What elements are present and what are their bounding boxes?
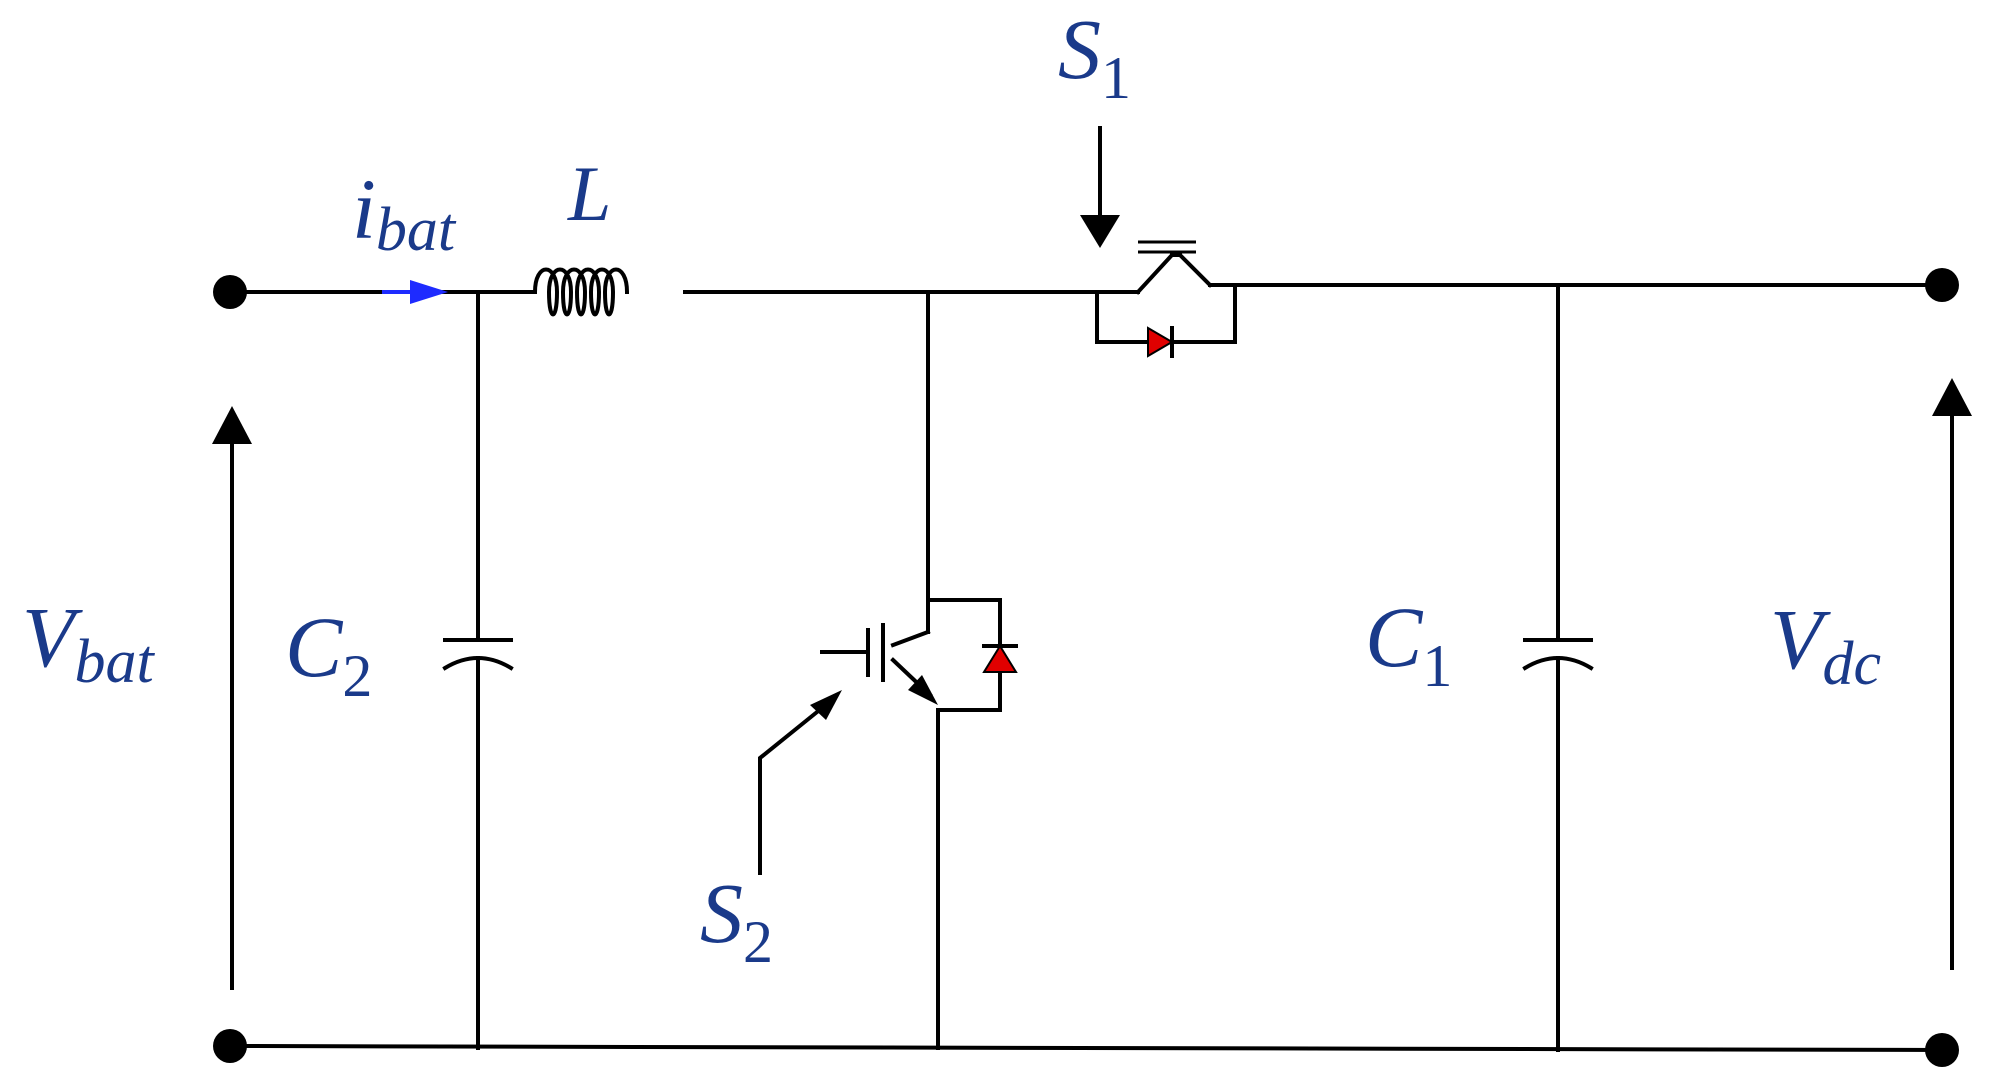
wire-bottom [227,1043,1945,1053]
switch-s2 [820,290,1018,1050]
diode-s1 [1147,326,1174,358]
s2-gate-arrow [758,705,825,875]
inductor-coil [532,267,630,317]
label-i-bat: ibat [352,161,457,264]
ibat-current-arrow [382,280,448,304]
capacitor-c2 [442,290,514,1050]
capacitor-c1 [1522,283,1594,1052]
label-V-dc: Vdc [1770,591,1881,698]
label-V-bat: Vbat [22,589,156,696]
label-S1: S1 [1058,1,1131,111]
label-C1: C1 [1365,589,1452,699]
switch-s1 [1095,240,1237,358]
label-S2: S2 [700,865,773,975]
label-L: L [567,150,611,237]
diode-s2 [982,644,1018,673]
label-C2: C2 [285,599,372,709]
